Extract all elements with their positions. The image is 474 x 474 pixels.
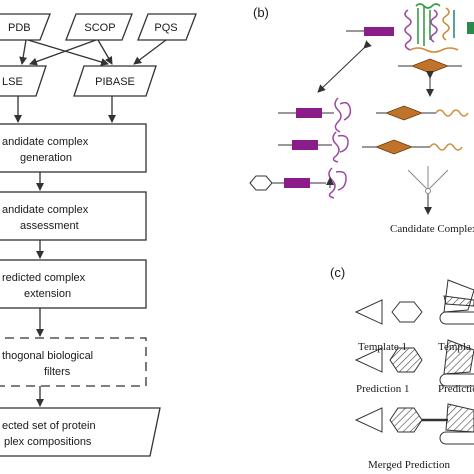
prediction1-label: Prediction 1 xyxy=(356,383,409,395)
panel-c xyxy=(354,279,474,445)
arrow-pqs-pibase xyxy=(133,39,167,65)
arrow-diagonal xyxy=(317,40,372,93)
source-pdb-label: PDB xyxy=(8,22,31,34)
panel-b: Candidate Complexe xyxy=(249,3,474,235)
panel-b-label: (b) xyxy=(253,5,269,20)
database-pibase-label: PIBASE xyxy=(95,76,135,88)
merged-label: Merged Prediction xyxy=(368,459,450,471)
step-assessment-line2: assessment xyxy=(20,220,79,232)
diamond-row-2 xyxy=(362,139,463,155)
source-pqs-label: PQS xyxy=(154,22,177,34)
template2-shapes xyxy=(439,279,474,325)
step-extension-box xyxy=(0,259,147,309)
step-output-box xyxy=(0,407,161,457)
domain-top xyxy=(346,27,394,36)
branch-tree xyxy=(407,166,449,215)
arrow-scop-lse xyxy=(29,39,97,66)
step-generation-box xyxy=(0,123,147,173)
database-lse-label: LSE xyxy=(2,76,23,88)
database-pibase xyxy=(73,65,157,97)
step-generation-line1: andidate complex xyxy=(2,136,89,148)
template2-label: Templa xyxy=(438,341,471,353)
source-pqs xyxy=(137,13,197,41)
panel-c-label: (c) xyxy=(330,265,345,280)
panel-c-labels: Template 1 Templa Prediction 1 Predictio… xyxy=(356,341,474,471)
step-output-line2: plex compositions xyxy=(4,436,92,448)
arrow-pdb-lse xyxy=(19,39,28,65)
merged-shapes xyxy=(354,403,474,445)
diamond-row-1 xyxy=(376,105,469,121)
step-filters-line1: thogonal biological xyxy=(2,350,93,362)
step-assessment-line1: andidate complex xyxy=(2,204,89,216)
step-filters-box xyxy=(0,337,147,387)
step-output-line1: ected set of protein xyxy=(2,420,96,432)
flowchart-labels: PDB SCOP PQS LSE PIBASE andidate complex… xyxy=(2,22,178,448)
domain-row-2 xyxy=(278,131,349,163)
prediction1-shapes xyxy=(354,347,423,373)
arrow-scop-pibase xyxy=(97,39,113,65)
step-generation-line2: generation xyxy=(20,152,72,164)
source-scop xyxy=(65,13,133,41)
step-assessment-box xyxy=(0,191,147,241)
template1-shapes xyxy=(354,299,423,325)
step-filters-line2: filters xyxy=(44,366,71,378)
coil-cluster-top xyxy=(404,3,474,53)
flowchart xyxy=(0,13,197,457)
source-pdb xyxy=(0,13,51,41)
template1-label: Template 1 xyxy=(358,341,407,353)
database-lse xyxy=(0,65,47,97)
step-extension-line2: extension xyxy=(24,288,71,300)
step-extension-line1: redicted complex xyxy=(2,272,86,284)
panel-b-caption: Candidate Complexe xyxy=(390,223,474,235)
prediction2-shapes xyxy=(439,339,474,387)
domain-row-1 xyxy=(278,97,352,133)
diamond-top xyxy=(398,58,462,74)
domain-row-3 xyxy=(249,167,347,199)
prediction2-label: Predictio xyxy=(438,383,474,395)
arrow-pdb-pibase xyxy=(27,39,109,66)
source-scop-label: SCOP xyxy=(84,22,115,34)
